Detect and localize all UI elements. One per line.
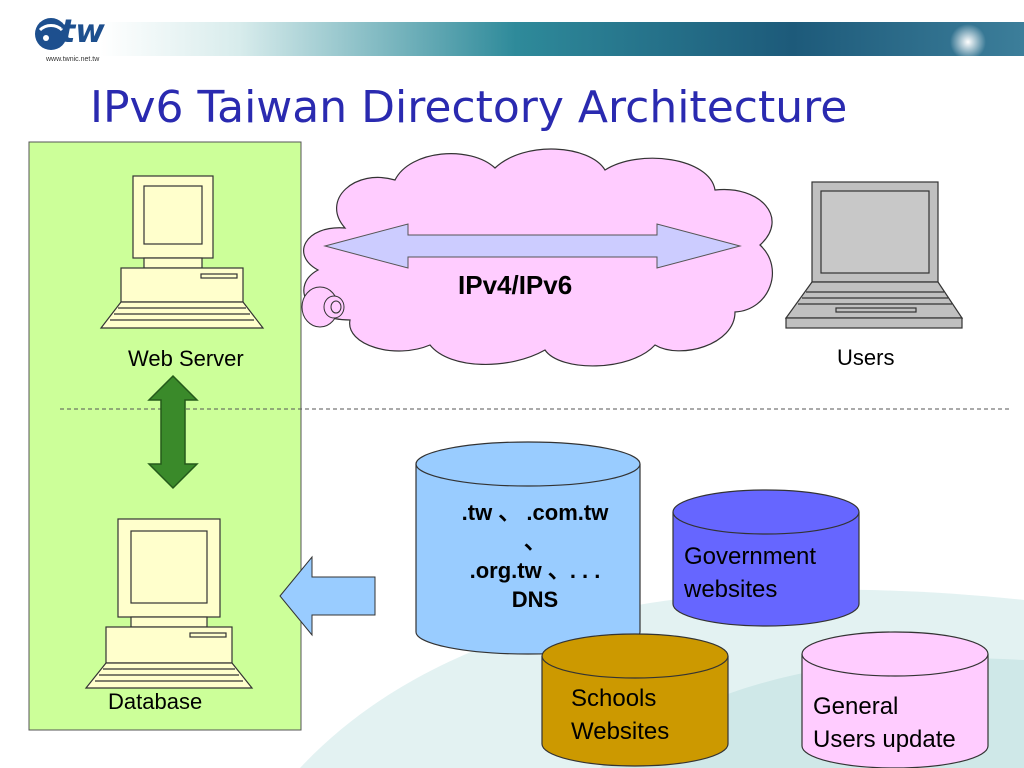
users-label: Users — [837, 345, 895, 370]
government-line-1: Government — [684, 543, 817, 570]
dns-cylinder-text: .tw 、 .com.tw 、 .org.tw 、. . . DNS — [416, 498, 654, 614]
government-cylinder-text: Government websites — [684, 540, 816, 606]
dns-line-4: DNS — [511, 587, 559, 612]
network-label: IPv4/IPv6 — [458, 270, 573, 300]
general-cylinder-text: General Users update — [813, 690, 956, 756]
database-computer-icon — [84, 518, 254, 689]
users-laptop-icon — [784, 181, 964, 329]
schools-cylinder-text: Schools Websites — [571, 682, 669, 748]
dns-line-2: 、 — [523, 529, 546, 554]
sync-arrow-icon — [147, 374, 199, 490]
general-line-1: General — [813, 693, 899, 720]
logo-globe-icon — [35, 18, 67, 50]
web-server-label: Web Server — [128, 346, 244, 371]
government-line-2: websites — [684, 576, 778, 603]
data-flow-arrow-icon — [279, 555, 376, 637]
schools-line-1: Schools — [571, 685, 657, 712]
web-server-computer-icon — [99, 175, 265, 329]
header-glow — [950, 24, 986, 60]
database-label: Database — [108, 689, 203, 714]
logo-text: tw — [60, 12, 105, 50]
logo-url: www.twnic.net.tw — [46, 56, 100, 63]
dns-line-3: .org.tw 、. . . — [469, 558, 601, 583]
schools-line-2: Websites — [571, 718, 670, 745]
schools-cylinder — [541, 633, 729, 767]
cloud-tail-icon — [301, 286, 345, 328]
dns-cylinder — [415, 441, 641, 655]
general-line-2: Users update — [813, 726, 956, 753]
dns-line-1: .tw 、 .com.tw — [461, 500, 609, 525]
header-band — [100, 22, 1024, 56]
page-title: IPv6 Taiwan Directory Architecture — [90, 82, 848, 133]
government-cylinder — [672, 489, 860, 627]
network-arrow-icon — [323, 223, 742, 269]
general-cylinder — [801, 631, 989, 768]
